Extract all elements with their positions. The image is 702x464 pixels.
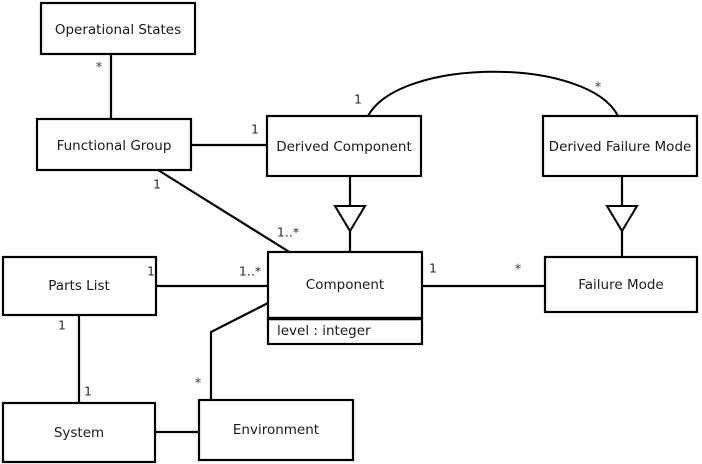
class-box-derived-component-rect xyxy=(265,114,423,178)
class-box-environment[interactable]: Environment xyxy=(197,398,355,462)
association-arc-derived-component-derived-failure-mode xyxy=(367,70,619,117)
generalization-triangle-derived-failure-mode xyxy=(605,205,639,233)
multiplicity-operational-states: * xyxy=(96,61,103,76)
class-box-derived-failure-mode[interactable]: Derived Failure Mode xyxy=(541,114,699,178)
class-box-operational-states-rect xyxy=(39,1,197,56)
class-box-parts-list[interactable]: Parts List xyxy=(1,255,158,317)
association-component-environment xyxy=(209,302,269,400)
multiplicity-parts-list-bottom: 1 xyxy=(58,318,66,333)
multiplicity-arc-derived-component: 1 xyxy=(354,92,362,107)
class-box-functional-group[interactable]: Functional Group xyxy=(35,117,193,172)
class-box-component[interactable]: Component level : integer xyxy=(266,250,424,346)
multiplicity-arc-derived-failure-mode: * xyxy=(595,81,602,96)
class-name-functional-group: Functional Group xyxy=(57,138,172,154)
class-attribute-component-level: level : integer xyxy=(277,323,371,339)
generalization-triangle-derived-component xyxy=(333,205,367,233)
multiplicity-failure-mode-left: * xyxy=(515,263,522,278)
class-box-environment-rect xyxy=(197,398,355,462)
multiplicity-component-right: 1 xyxy=(429,261,437,276)
class-box-parts-list-rect xyxy=(1,255,158,317)
class-box-component-attr-rect xyxy=(266,316,424,346)
class-box-failure-mode-rect xyxy=(543,255,699,314)
class-name-component: Component xyxy=(306,277,384,293)
class-box-functional-group-rect xyxy=(35,117,193,172)
multiplicity-parts-list-right: 1 xyxy=(147,264,155,279)
multiplicity-component-from-parts-list: 1..* xyxy=(239,264,261,279)
class-box-component-name-rect xyxy=(266,250,424,320)
class-box-system-rect xyxy=(1,401,157,464)
class-name-derived-failure-mode: Derived Failure Mode xyxy=(549,139,692,155)
class-name-parts-list: Parts List xyxy=(48,278,110,294)
class-name-operational-states: Operational States xyxy=(55,22,181,38)
class-name-system: System xyxy=(54,425,104,441)
class-box-derived-failure-mode-rect xyxy=(541,114,699,178)
class-name-failure-mode: Failure Mode xyxy=(578,277,664,293)
class-box-system[interactable]: System xyxy=(1,401,157,464)
multiplicity-system-top: 1 xyxy=(84,384,92,399)
class-box-failure-mode[interactable]: Failure Mode xyxy=(543,255,699,314)
class-name-derived-component: Derived Component xyxy=(276,139,412,155)
class-box-derived-component[interactable]: Derived Component xyxy=(265,114,423,178)
multiplicity-functional-group-bottom: 1 xyxy=(153,177,161,192)
multiplicity-component-from-functional-group: 1..* xyxy=(277,225,299,240)
multiplicity-environment-top: * xyxy=(195,377,202,392)
multiplicity-derived-component-left: 1 xyxy=(251,122,259,137)
association-functional-group-component xyxy=(157,169,292,254)
class-box-operational-states[interactable]: Operational States xyxy=(39,1,197,56)
class-name-environment: Environment xyxy=(233,422,319,438)
